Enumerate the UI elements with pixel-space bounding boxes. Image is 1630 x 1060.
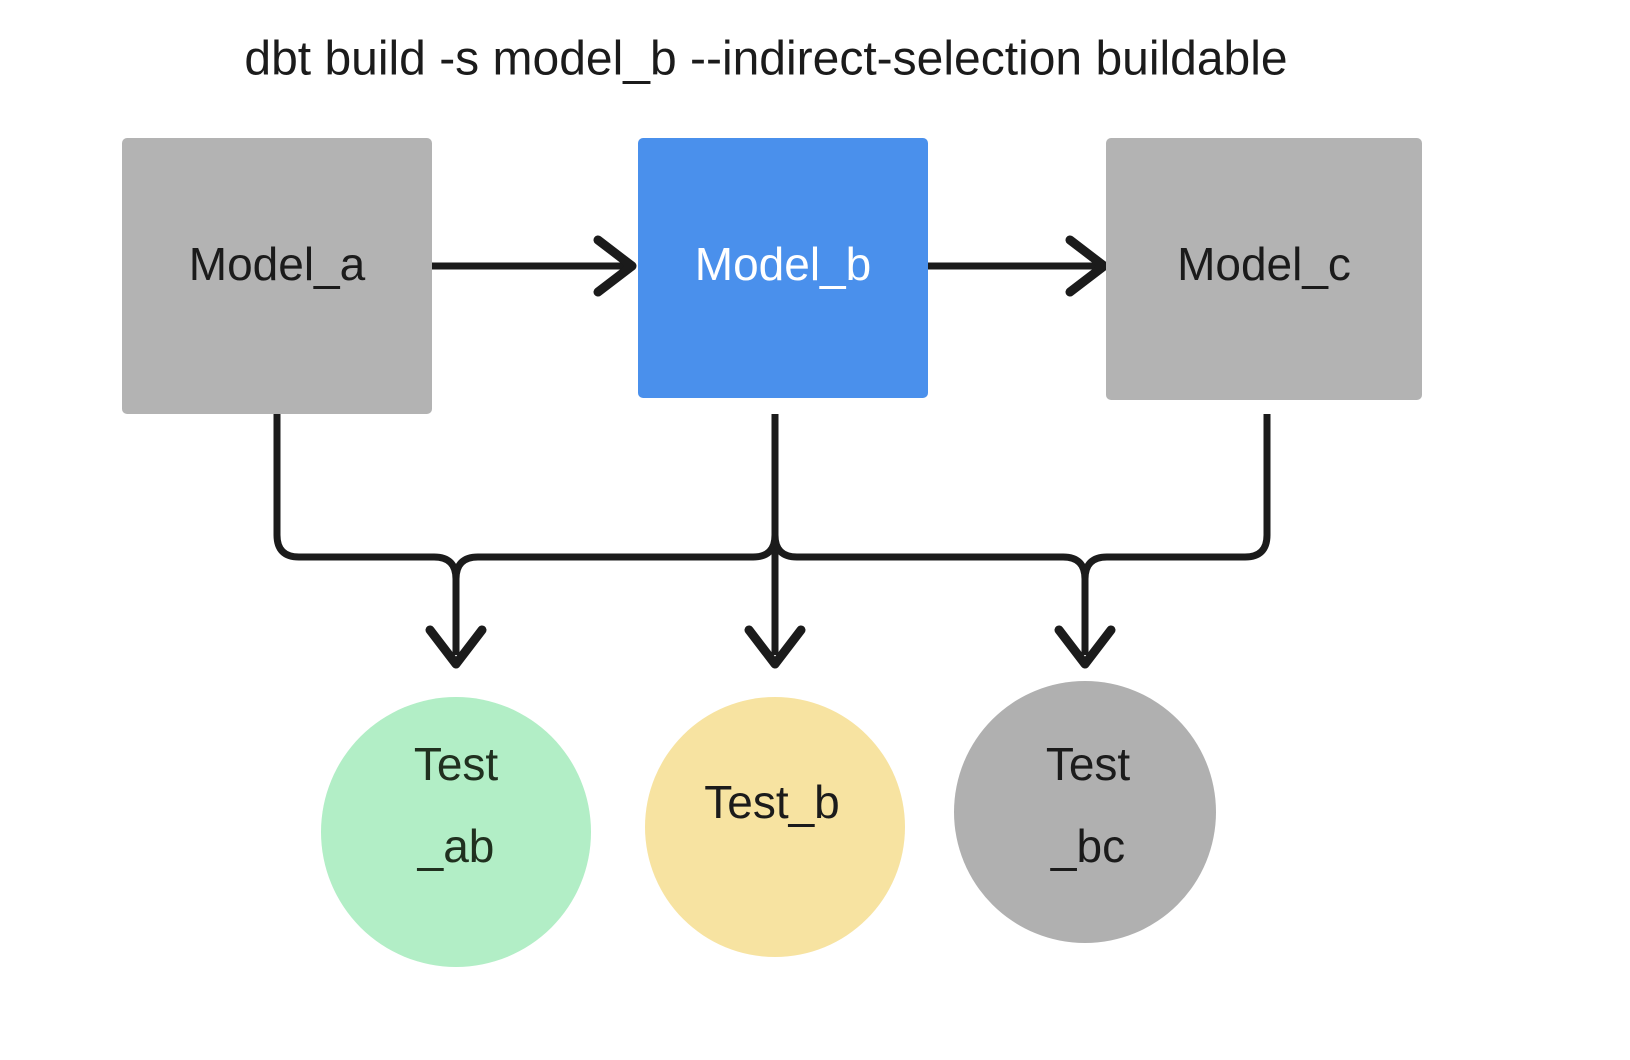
edge-model-b-to-test-ab [452, 414, 779, 655]
page-title: dbt build -s model_b --indirect-selectio… [244, 33, 1287, 86]
arrow-head-icon [425, 625, 487, 669]
node-model-a-label: Model_a [189, 238, 366, 290]
node-test-bc-shape[interactable] [954, 681, 1216, 943]
node-model-c-shape[interactable] [1106, 138, 1422, 400]
node-test-ab-shape[interactable] [321, 697, 591, 967]
node-model-a-shape[interactable] [122, 138, 432, 414]
edge-model-c-to-test-bc [1081, 414, 1271, 655]
node-model-a[interactable]: Model_a [122, 138, 432, 414]
arrow-head-icon [593, 235, 637, 297]
edge-model-b-to-test-bc [771, 414, 1089, 655]
node-model-b-label: Model_b [695, 238, 871, 290]
node-test-b-label-line1: Test_b [704, 776, 840, 828]
arrow-head-icon [1065, 235, 1109, 297]
node-test-bc-label-line2: _bc [1050, 820, 1125, 872]
node-test-ab-label-line2: _ab [417, 820, 495, 872]
edge-model-a-to-model-b [432, 235, 637, 297]
node-test-b[interactable]: Test_b [645, 697, 905, 957]
edge-path [771, 414, 1089, 655]
arrow-head-icon [1054, 625, 1116, 669]
edge-path [1081, 414, 1271, 655]
node-test-ab[interactable]: Test _ab [321, 697, 591, 967]
edge-model-a-to-test-ab [273, 414, 460, 655]
node-test-bc-label-line1: Test [1046, 738, 1131, 790]
edge-model-b-to-model-c [928, 235, 1109, 297]
node-model-b[interactable]: Model_b [638, 138, 928, 398]
node-model-c[interactable]: Model_c [1106, 138, 1422, 400]
node-test-b-shape[interactable] [645, 697, 905, 957]
node-model-c-label: Model_c [1177, 238, 1351, 290]
edge-path [273, 414, 460, 655]
arrow-head-icon [744, 625, 806, 669]
edge-path [452, 414, 779, 655]
node-test-bc[interactable]: Test _bc [954, 681, 1216, 943]
node-model-b-shape[interactable] [638, 138, 928, 398]
node-test-ab-label-line1: Test [414, 738, 499, 790]
